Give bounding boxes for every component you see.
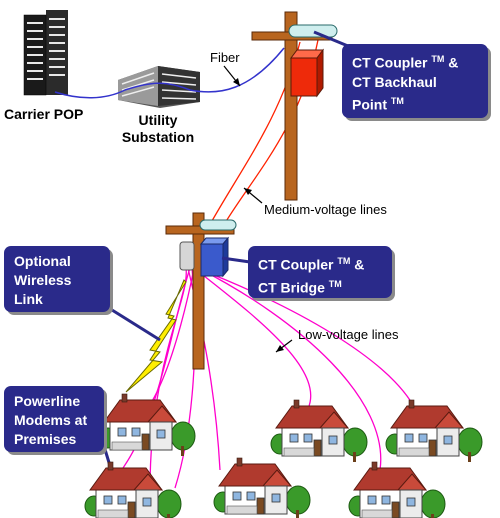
fiber-line (54, 47, 285, 99)
bridge-callout-line2: CT Bridge (258, 279, 325, 296)
house-icon (348, 461, 446, 518)
house-icon (213, 457, 311, 518)
bridge-callout-ampersand: & (350, 256, 365, 273)
modems-callout-line2: Modems at (14, 412, 88, 428)
bridge-callout-pointer (221, 256, 251, 264)
utility-substation-building-icon (118, 66, 200, 108)
utility-pole-bottom (165, 212, 237, 370)
fiber-label: Fiber (210, 50, 240, 65)
backhaul-callout-line1: CT Coupler (352, 54, 428, 71)
trademark-mark: TM (328, 278, 342, 289)
lightning-bolt-icon (125, 279, 187, 393)
wireless-callout-line1: Optional (14, 253, 71, 269)
optional-wireless-link-callout: Optional Wireless Link (4, 246, 110, 312)
low-voltage-lines (117, 267, 421, 491)
modems-callout-line1: Powerline (14, 393, 81, 409)
utility-substation-label-line2: Substation (121, 129, 195, 145)
carrier-pop-label: Carrier POP (4, 106, 84, 122)
backhaul-callout-pointer (313, 30, 349, 48)
backhaul-callout-line3: Point (352, 96, 387, 113)
house-icon (270, 399, 368, 463)
low-voltage-label: Low-voltage lines (298, 327, 399, 342)
wireless-callout-line3: Link (14, 291, 43, 307)
house-icon (84, 461, 182, 518)
utility-substation-label-line1: Utility (138, 112, 178, 128)
wireless-callout-line2: Wireless (14, 272, 72, 288)
trademark-mark: TM (337, 256, 351, 266)
trademark-mark: TM (390, 95, 404, 106)
trademark-mark: TM (431, 54, 445, 64)
powerline-modems-callout: Powerline Modems at Premises (4, 386, 104, 452)
medium-voltage-label: Medium-voltage lines (264, 202, 387, 217)
modems-callout-line3: Premises (14, 431, 77, 447)
bridge-callout-line1: CT Coupler (258, 256, 334, 273)
house-icon (98, 393, 196, 457)
utility-substation-label: Utility Substation (116, 112, 200, 146)
carrier-pop-building-icon (23, 10, 68, 96)
house-icon (385, 399, 483, 463)
backhaul-callout-ampersand: & (444, 54, 459, 71)
utility-pole-top (251, 11, 338, 201)
ct-coupler-bridge-callout: CT Coupler TM & CT Bridge TM (248, 246, 392, 298)
backhaul-callout-line2: CT Backhaul (352, 73, 437, 90)
ct-coupler-backhaul-callout: CT Coupler TM & CT Backhaul Point TM (342, 44, 488, 118)
